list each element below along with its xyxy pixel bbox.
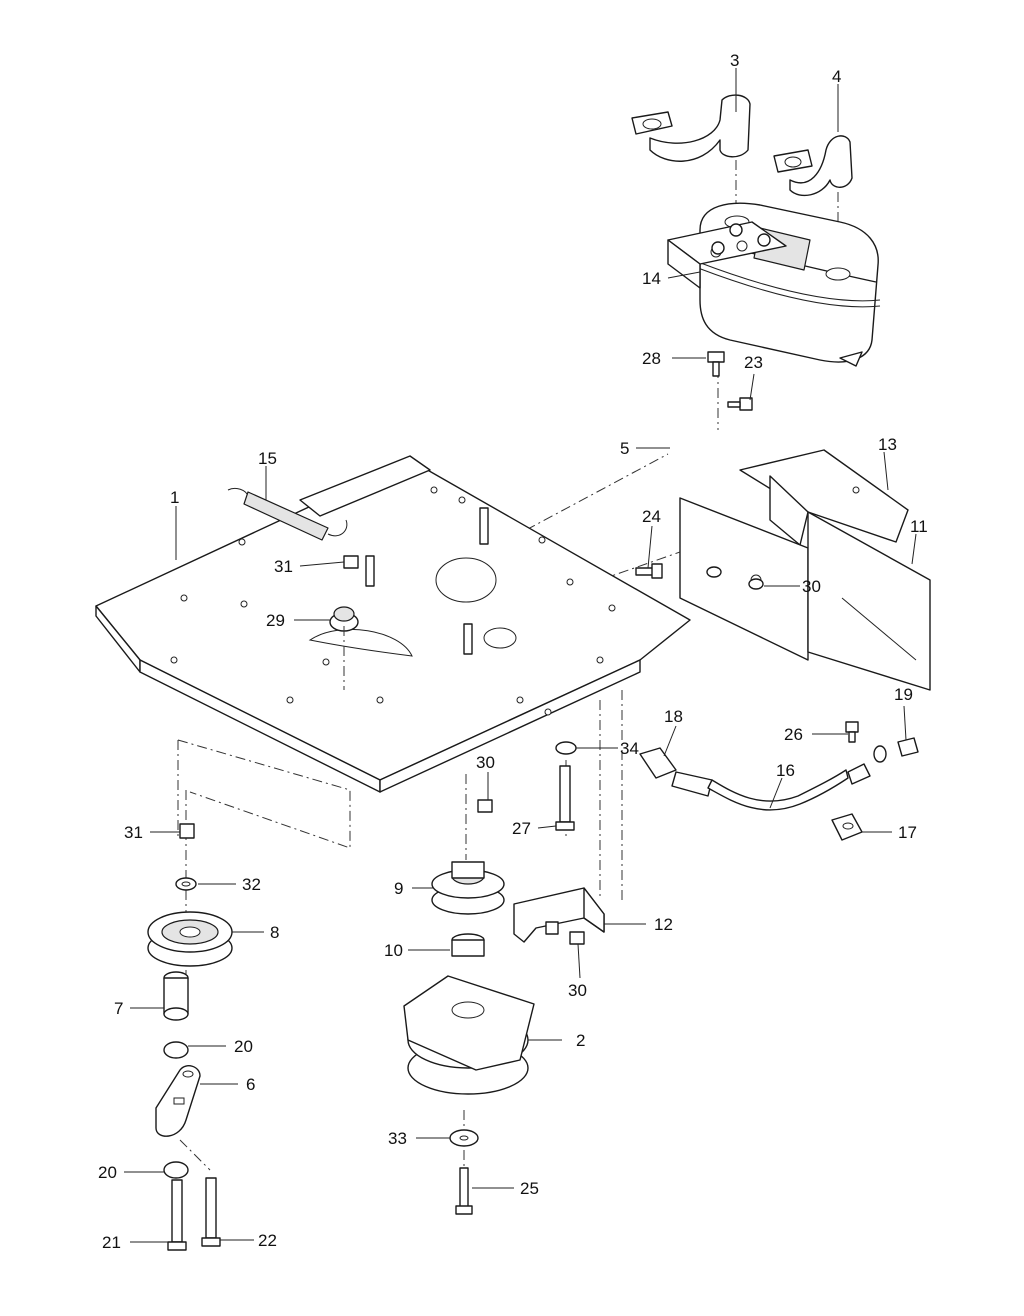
bolt-24 [635, 563, 663, 579]
nut-30-shield [706, 566, 764, 590]
callout-label-31-lower: 31 [124, 823, 143, 842]
callout-labels: 3 4 14 28 23 5 13 11 15 1 24 31 29 30 18… [98, 51, 928, 1252]
clamp-17 [831, 813, 863, 841]
bolt-27 [555, 765, 575, 831]
callout-label-30-bracket: 30 [568, 981, 587, 1000]
bolt-28 [707, 351, 725, 377]
heat-shield-13 [739, 449, 909, 546]
nut-30-center [477, 799, 493, 813]
idler-arm-6 [155, 1065, 201, 1137]
callout-label-8: 8 [270, 923, 279, 942]
callout-label-20-top: 20 [234, 1037, 253, 1056]
bushing-20-bottom [163, 1161, 189, 1179]
callout-label-20-bottom: 20 [98, 1163, 117, 1182]
plate-pins [365, 507, 489, 655]
callout-label-22: 22 [258, 1231, 277, 1250]
callout-label-27: 27 [512, 819, 531, 838]
nut-31-top [343, 555, 359, 569]
callout-label-14: 14 [642, 269, 661, 288]
pulley-9 [431, 861, 505, 915]
bolt-23 [727, 397, 753, 411]
o-ring-and-fitting-19 [873, 737, 919, 763]
spacer-7 [163, 971, 189, 1021]
callout-label-12: 12 [654, 915, 673, 934]
callout-label-7: 7 [114, 999, 123, 1018]
spacer-10 [451, 933, 485, 957]
callout-label-2: 2 [576, 1031, 585, 1050]
bushing-20-top [163, 1041, 189, 1059]
main-plate [95, 455, 691, 793]
callout-leaders [124, 68, 917, 1243]
callout-label-3: 3 [730, 51, 739, 70]
nut-31-lower [179, 823, 195, 839]
bolt-22 [201, 1177, 221, 1247]
electric-clutch-2 [403, 975, 535, 1095]
callout-label-21: 21 [102, 1233, 121, 1252]
exhaust-pipe-3 [631, 94, 751, 162]
callout-label-30-shield: 30 [802, 577, 821, 596]
callout-label-31-top: 31 [274, 557, 293, 576]
heat-shield-11 [679, 497, 931, 691]
callout-label-15: 15 [258, 449, 277, 468]
callout-label-25: 25 [520, 1179, 539, 1198]
washer-33 [449, 1129, 479, 1147]
washer-32 [175, 877, 197, 891]
bolt-21 [167, 1179, 187, 1251]
callout-label-34: 34 [620, 739, 639, 758]
callout-label-32: 32 [242, 875, 261, 894]
callout-label-17: 17 [898, 823, 917, 842]
callout-label-18: 18 [664, 707, 683, 726]
bolt-26 [845, 721, 859, 743]
hose-16 [707, 763, 871, 811]
callout-label-1: 1 [170, 488, 179, 507]
bolt-25 [455, 1167, 473, 1215]
callout-label-16: 16 [776, 761, 795, 780]
callout-label-33: 33 [388, 1129, 407, 1148]
callout-label-9: 9 [394, 879, 403, 898]
callout-label-19: 19 [894, 685, 913, 704]
callout-label-30-center: 30 [476, 753, 495, 772]
bracket-5 [667, 221, 787, 289]
callout-label-5: 5 [620, 439, 629, 458]
bracket-12 [513, 887, 605, 945]
callout-label-29: 29 [266, 611, 285, 630]
callout-label-23: 23 [744, 353, 763, 372]
callout-label-11: 11 [910, 517, 928, 536]
spring-15 [227, 487, 348, 541]
callout-label-6: 6 [246, 1075, 255, 1094]
exhaust-pipe-4 [773, 135, 853, 197]
callout-label-4: 4 [832, 67, 841, 86]
callout-label-13: 13 [878, 435, 897, 454]
idler-pulley-8 [147, 911, 233, 967]
callout-label-10: 10 [384, 941, 403, 960]
washer-34 [555, 741, 577, 755]
callout-label-24: 24 [642, 507, 661, 526]
callout-label-26: 26 [784, 725, 803, 744]
callout-label-28: 28 [642, 349, 661, 368]
fitting-18 [639, 747, 713, 797]
